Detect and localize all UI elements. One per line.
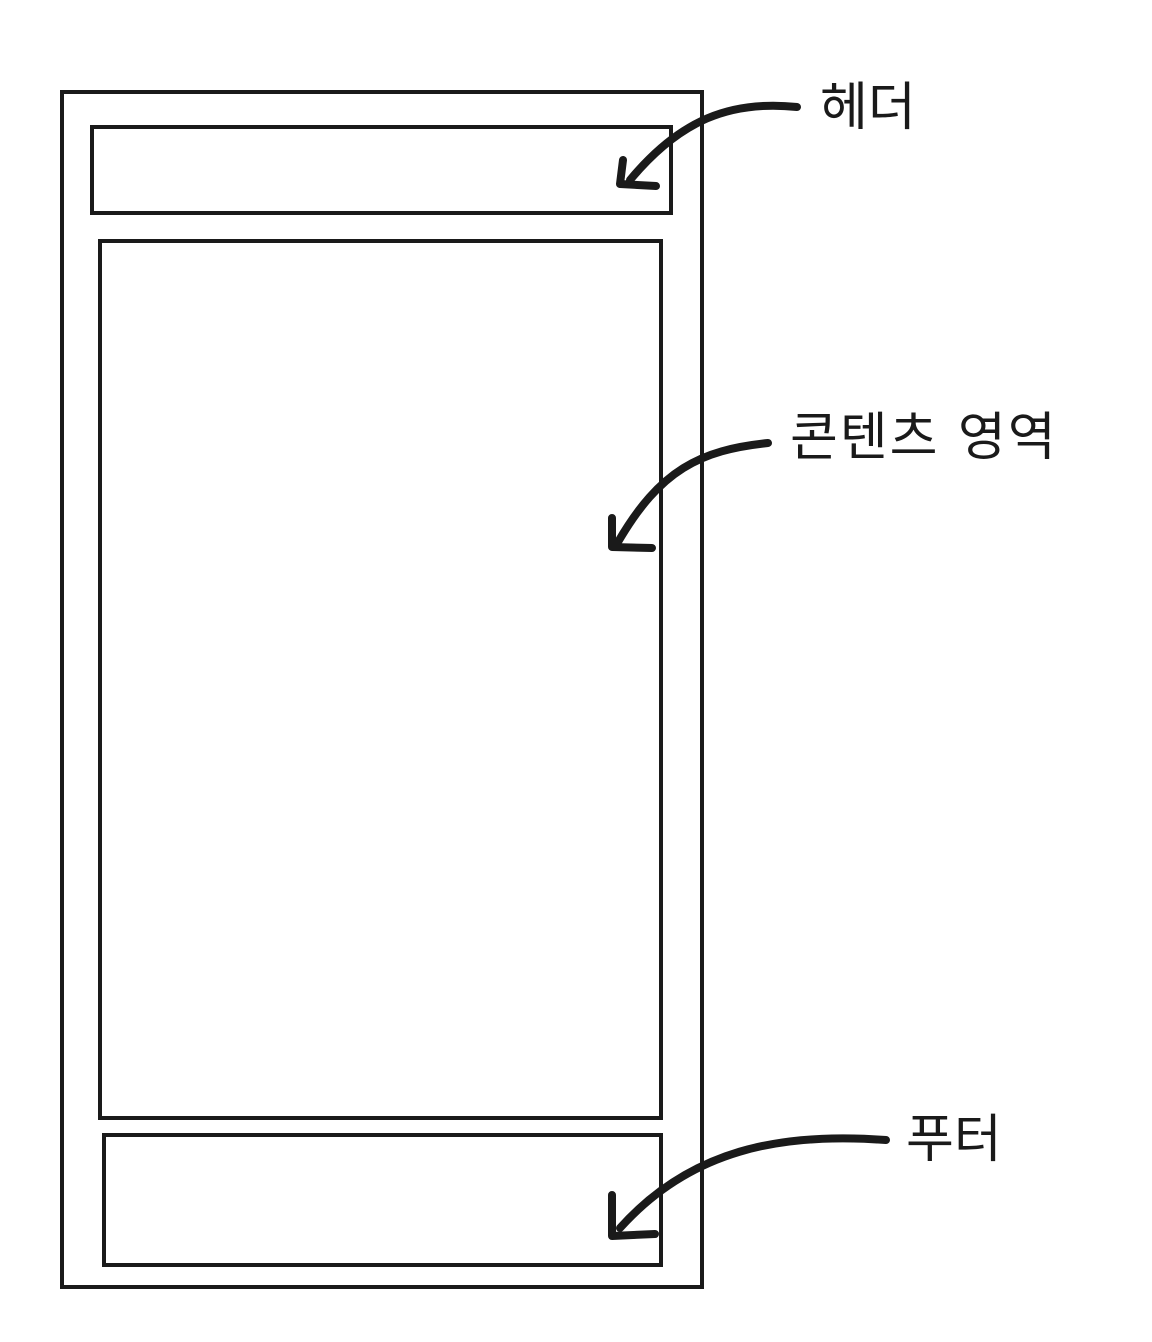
footer-label: 푸터 [906,1110,1002,1170]
header-label: 헤더 [820,78,916,138]
header-region [90,125,673,215]
page-frame [60,90,704,1289]
footer-region [102,1133,663,1267]
content-label: 콘텐츠 영역 [790,408,1058,468]
content-region [98,239,663,1120]
